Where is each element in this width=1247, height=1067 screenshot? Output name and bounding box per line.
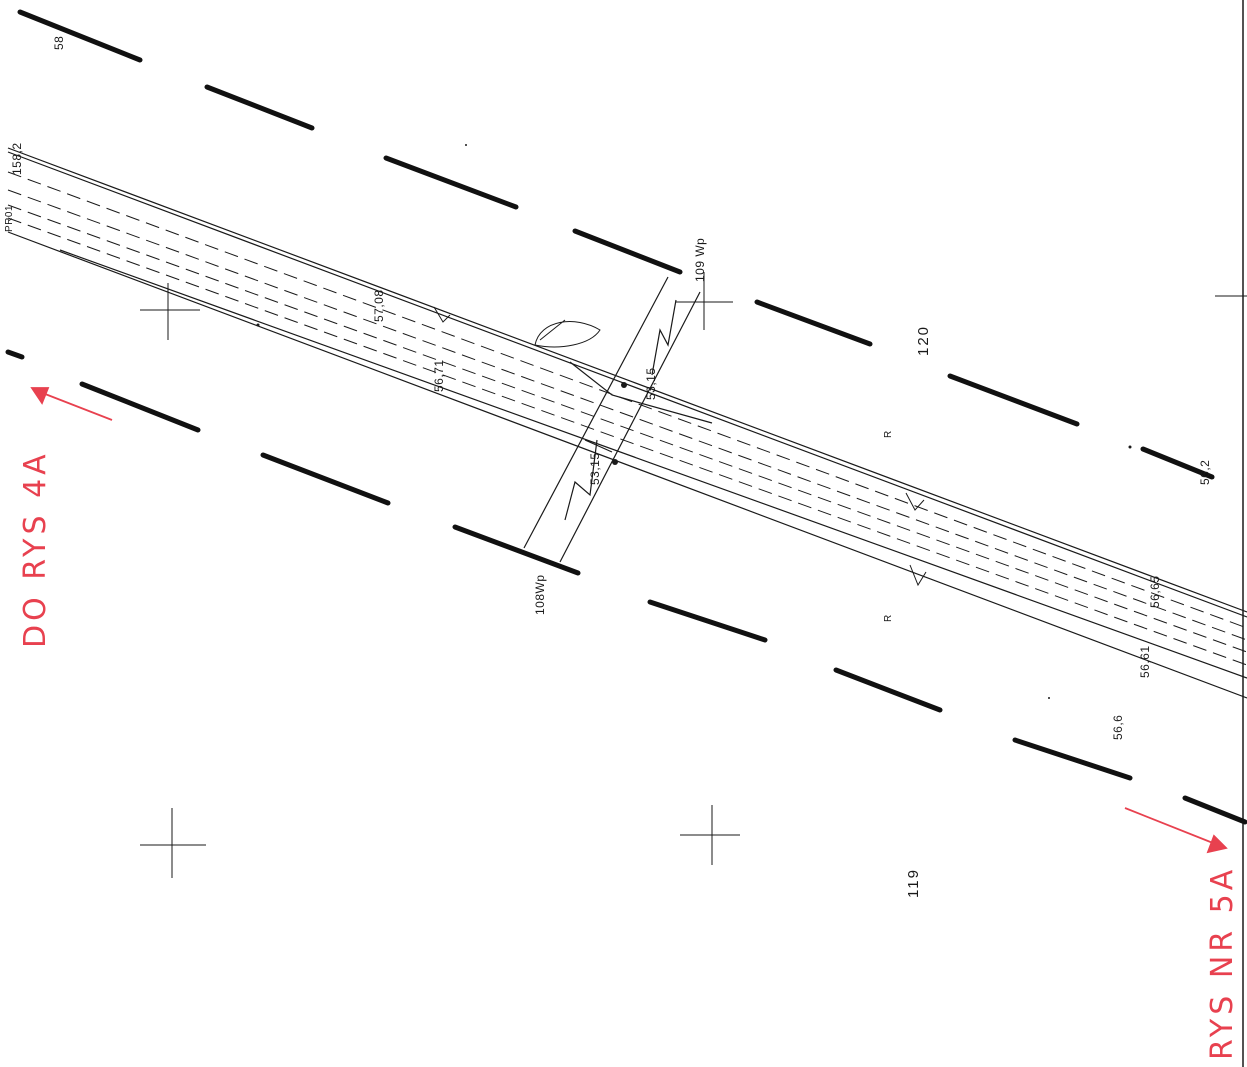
elevation-56-2-label: 56,2	[1198, 459, 1212, 485]
elevation-56-71-label: 56,71	[432, 359, 446, 392]
cross-section-lines	[523, 276, 713, 563]
line-reference-label: PR01	[4, 204, 15, 232]
grid-crosses	[140, 272, 740, 878]
elevation-53-15-upper-label: 53,15	[644, 367, 658, 400]
parcel-120-label: 120	[915, 324, 932, 356]
red-arrows	[30, 387, 1228, 854]
r-upper-label: R	[883, 430, 894, 438]
upper-boundary-dashes	[17, 9, 1215, 480]
drawing-5a-annotation: RYS NR 5A	[1205, 865, 1240, 1060]
sketch-mark	[534, 319, 601, 348]
elevation-57-08-label: 57,08	[372, 289, 386, 322]
to-drawing-4a-annotation: DO RYS 4A	[18, 450, 53, 648]
road-dashed-lines	[7, 171, 1247, 666]
elevation-58-label: 58	[52, 35, 66, 50]
edge-notches	[433, 306, 927, 587]
elevation-56-61-label: 56,61	[1138, 645, 1152, 678]
elevation-53-15-lower-label: 53,15	[588, 452, 602, 485]
lower-boundary-dashes	[5, 349, 1247, 825]
r-lower-label: R	[883, 614, 894, 622]
parcel-119-label: 119	[905, 868, 922, 898]
well-108-label: 108Wp	[533, 574, 547, 615]
survey-points	[256, 144, 1132, 699]
elevation-56-65-label: 56,65	[1148, 575, 1162, 608]
elevation-58-2-label: 158,2	[10, 142, 24, 175]
road-edge-lines	[7, 147, 1247, 699]
well-109-label: 109 Wp	[693, 237, 707, 282]
elevation-56-6-label: 56,6	[1111, 714, 1125, 740]
